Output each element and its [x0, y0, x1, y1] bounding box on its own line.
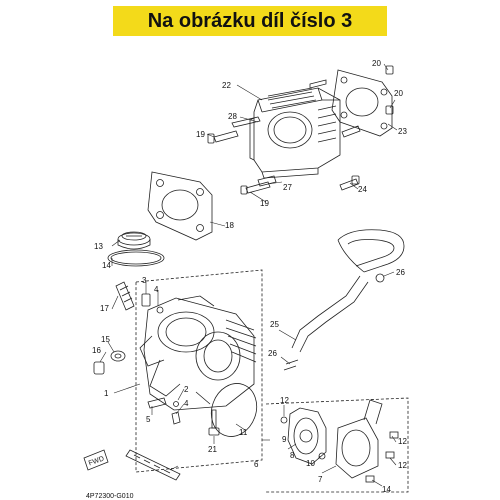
spark-plug [115, 281, 135, 311]
callout-14: 14 [102, 261, 111, 270]
callout-16: 16 [92, 346, 101, 355]
callout-numbers: 22 28 19 27 19 18 20 20 23 24 13 14 17 3… [92, 59, 407, 494]
callout-25: 25 [270, 320, 279, 329]
callout-12c: 12 [398, 461, 407, 470]
callout-12: 12 [280, 396, 289, 405]
o-ring [210, 383, 258, 437]
callout-26b: 26 [268, 349, 277, 358]
callout-12b: 12 [398, 437, 407, 446]
callout-14b: 14 [382, 485, 391, 494]
forward-arrow [83, 449, 109, 471]
callout-1: 1 [104, 389, 109, 398]
callout-2: 2 [184, 385, 189, 394]
callout-5: 5 [146, 415, 151, 424]
callout-26: 26 [396, 268, 405, 277]
callout-4b: 4 [184, 399, 189, 408]
bolts [207, 65, 394, 195]
assembly-outline [135, 269, 409, 493]
title-banner: Na obrázku díl číslo 3 [113, 6, 387, 36]
callout-3: 3 [142, 276, 147, 285]
head-gasket [147, 171, 213, 241]
crankcase-housing [139, 295, 257, 411]
top-gasket [331, 69, 393, 137]
small-fittings [93, 293, 181, 425]
callout-10: 10 [306, 459, 315, 468]
callout-6: 6 [254, 460, 259, 469]
callout-7: 7 [318, 475, 323, 484]
callout-13: 13 [94, 242, 103, 251]
callout-15: 15 [101, 335, 110, 344]
callout-27: 27 [283, 183, 292, 192]
callout-23: 23 [398, 127, 407, 136]
callout-19b: 19 [260, 199, 269, 208]
callout-17: 17 [100, 304, 109, 313]
callout-22: 22 [222, 81, 231, 90]
water-pump [280, 399, 399, 483]
callout-24: 24 [358, 185, 367, 194]
leader-lines [99, 63, 398, 487]
callout-20b: 20 [394, 89, 403, 98]
banner-title: Na obrázku díl číslo 3 [147, 10, 353, 32]
callout-8: 8 [290, 451, 295, 460]
callout-11: 11 [239, 428, 248, 437]
gasket-strip [125, 449, 181, 481]
callout-18: 18 [225, 221, 234, 230]
cylinder-block [249, 87, 341, 179]
callout-4: 4 [154, 285, 159, 294]
callout-9: 9 [282, 435, 287, 444]
callout-21: 21 [208, 445, 217, 454]
coolant-hose [283, 229, 405, 371]
callout-19: 19 [196, 130, 205, 139]
thermostat-cap [107, 231, 165, 267]
callout-28: 28 [228, 112, 237, 121]
diagram-code: 4P72300-G010 [86, 493, 134, 500]
callout-20: 20 [372, 59, 381, 68]
